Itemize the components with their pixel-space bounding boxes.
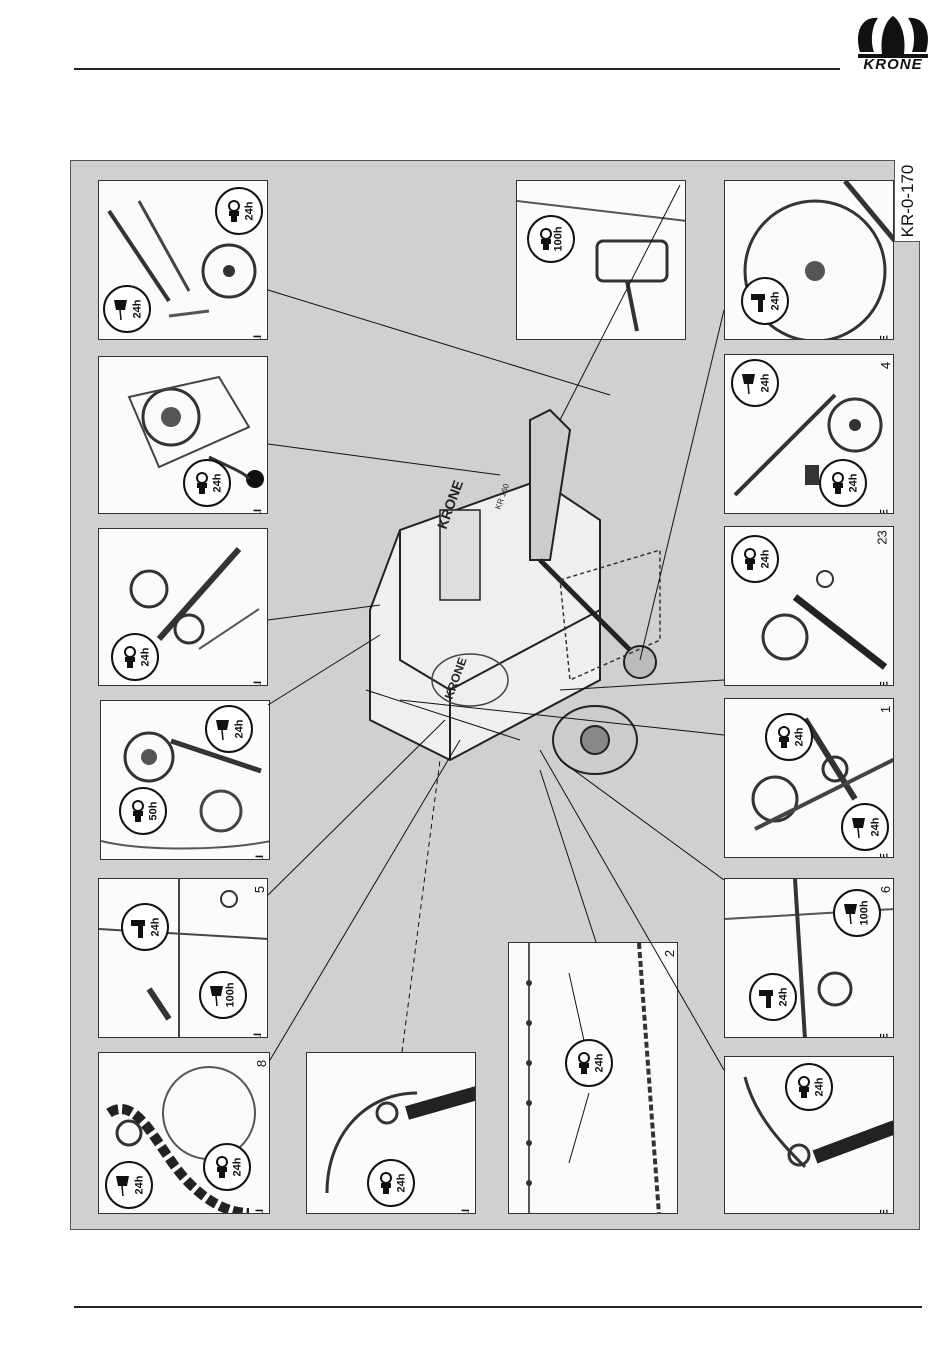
side-label: RE <box>878 509 890 514</box>
oil-can-icon <box>113 1174 135 1198</box>
inset-top-middle: 100h <box>516 180 686 340</box>
inset-number: 8 <box>254 1060 269 1067</box>
side-label: RE <box>878 853 890 858</box>
grease-nipple-icon <box>739 548 761 572</box>
side-label: LI <box>252 509 264 514</box>
mechanism-illustration <box>99 879 268 1038</box>
oil-can-icon <box>111 298 133 322</box>
service-badge: 24h <box>215 187 263 235</box>
side-label: LI <box>254 1209 266 1214</box>
oil-gun-icon <box>757 986 779 1010</box>
service-badge: 24h <box>731 535 779 583</box>
inset-number: 1 <box>878 706 893 713</box>
service-badge: 24h <box>565 1039 613 1087</box>
service-badge: 100h <box>833 889 881 937</box>
brand-name: KRONE <box>852 56 934 73</box>
inset-right-5: 6 100h 24h RE <box>724 878 894 1038</box>
grease-nipple-icon <box>127 800 149 824</box>
oil-can-icon <box>213 718 235 742</box>
grease-nipple-icon <box>191 472 213 496</box>
inset-left-1: 24h 24h LI <box>98 180 268 340</box>
footer-rule <box>74 1306 922 1308</box>
service-badge: 24h <box>367 1159 415 1207</box>
inset-number: 6 <box>878 886 893 893</box>
service-badge: 24h <box>749 973 797 1021</box>
inset-bottom-1: 24h LI <box>306 1052 476 1214</box>
grease-nipple-icon <box>223 200 245 224</box>
inset-right-2: 4 24h 24h RE <box>724 354 894 514</box>
inset-left-5: 5 24h 100h LI <box>98 878 268 1038</box>
service-badge: 24h <box>205 705 253 753</box>
service-badge: 100h <box>199 971 247 1019</box>
inset-right-6: 24h RE <box>724 1056 894 1214</box>
inset-number: 4 <box>878 362 893 369</box>
oil-gun-icon <box>129 916 151 940</box>
inset-right-1: 24h RE <box>724 180 894 340</box>
service-badge: 24h <box>121 903 169 951</box>
inset-bottom-2: 2 24h <box>508 942 678 1214</box>
side-label: RE <box>878 681 890 686</box>
inset-left-3: 24h LI <box>98 528 268 686</box>
service-badge: 24h <box>841 803 889 851</box>
service-badge: 24h <box>103 285 151 333</box>
service-badge: 24h <box>785 1063 833 1111</box>
inset-left-4: 24h 50h LI <box>100 700 270 860</box>
side-label: RE <box>878 1033 890 1038</box>
inset-number: 23 <box>874 530 889 544</box>
oil-can-icon <box>849 816 871 840</box>
oil-gun-icon <box>749 290 771 314</box>
side-label: LI <box>460 1209 472 1214</box>
side-label: RE <box>878 1209 890 1214</box>
service-badge: 24h <box>731 359 779 407</box>
reference-code-box: KR-0-170 <box>894 160 920 242</box>
side-label: LI <box>252 681 264 686</box>
grease-nipple-icon <box>573 1052 595 1076</box>
inset-number: 5 <box>252 886 267 893</box>
inset-left-6: 8 24h 24h LI <box>98 1052 270 1214</box>
inset-right-3: 23 24h RE <box>724 526 894 686</box>
service-badge: 24h <box>183 459 231 507</box>
service-badge: 24h <box>111 633 159 681</box>
side-label: LI <box>252 335 264 340</box>
side-label: LI <box>252 1033 264 1038</box>
service-badge: 24h <box>765 713 813 761</box>
reference-code: KR-0-170 <box>898 164 918 237</box>
header-rule <box>74 68 840 70</box>
service-badge: 24h <box>741 277 789 325</box>
grease-nipple-icon <box>211 1156 233 1180</box>
inset-right-4: 1 24h 24h RE <box>724 698 894 858</box>
inset-number: 2 <box>662 950 677 957</box>
grease-nipple-icon <box>375 1172 397 1196</box>
side-label: LI <box>254 855 266 860</box>
grease-nipple-icon <box>773 726 795 750</box>
grease-nipple-icon <box>827 472 849 496</box>
side-label: RE <box>878 335 890 340</box>
service-badge: 100h <box>527 215 575 263</box>
service-badge: 24h <box>819 459 867 507</box>
grease-nipple-icon <box>793 1076 815 1100</box>
oil-can-icon <box>739 372 761 396</box>
service-badge: 50h <box>119 787 167 835</box>
service-badge: 24h <box>105 1161 153 1209</box>
service-badge: 24h <box>203 1143 251 1191</box>
round-baler-illustration: KRONE KR 160 KRONE <box>340 380 670 800</box>
inset-left-2: 24h LI <box>98 356 268 514</box>
grease-nipple-icon <box>119 646 141 670</box>
